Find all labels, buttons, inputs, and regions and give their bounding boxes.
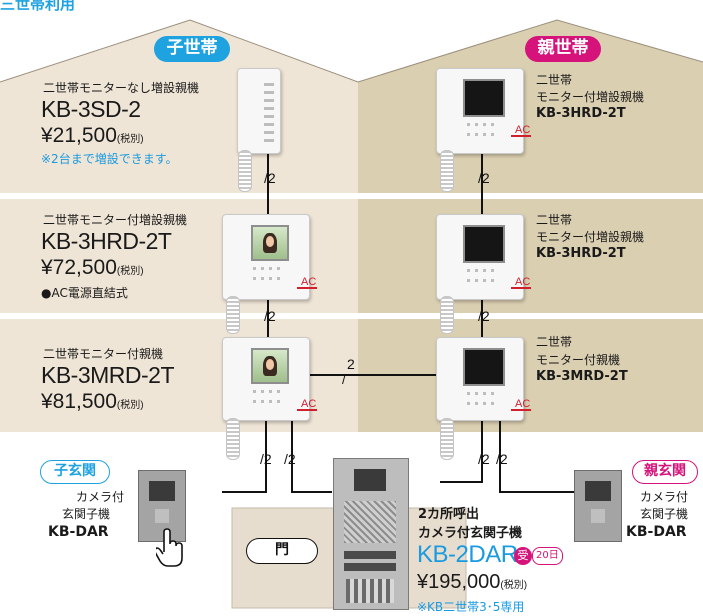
left-unit-2-tax: (税別) [116,266,144,277]
parent-house [358,20,703,432]
parent-entrance-camera [574,470,622,542]
ground-line [0,432,703,436]
ac-arrow-icon [297,287,317,289]
child-entrance-tag: 子玄関 [40,460,110,484]
left-unit-3-price-value: ¥81,500 [41,390,117,413]
wire-count-left-upper: /2 [264,170,276,186]
left-unit-3-name: 二世帯モニター付親機 [43,347,164,361]
left-unit-1-model: KB-3SD-2 [41,96,141,122]
left-unit-2-name: 二世帯モニター付増設親機 [43,213,188,227]
ac-label-left-2-text: AC [301,276,317,288]
ac-label-left-2: AC [297,276,317,289]
child-entrance-model: KB-DAR [48,524,109,540]
roof-line [0,19,703,83]
gate-camera-unit [333,458,409,610]
right-unit-2-handset-cord [440,296,454,334]
parent-entrance-tag: 親玄関 [632,460,698,484]
left-unit-1-price-value: ¥21,500 [41,124,117,147]
left-unit-3-device [222,337,310,421]
wire-count-child-entrance: /2 [260,451,272,467]
wire-count-gate-left: /2 [284,451,296,467]
wiring [222,152,574,493]
wire-count-right-lower: /2 [478,308,490,324]
right-unit-3-device [436,337,524,421]
right-unit-3-line1: 二世帯 [536,335,573,349]
right-unit-1-model: KB-3HRD-2T [536,106,626,121]
gate-label: 門 [246,538,318,564]
gate-model: KB-2DAR [417,541,518,568]
right-unit-1-handset-cord [440,150,454,192]
right-unit-2-model: KB-3HRD-2T [536,246,626,261]
gate-price: ¥195,000(税別) [417,571,527,594]
left-unit-2-device [222,214,310,300]
parent-entrance-model: KB-DAR [626,524,687,540]
ac-arrow-icon [511,135,531,137]
right-unit-2-device [436,214,524,300]
ac-label-right-1: AC [511,124,531,137]
right-unit-1-device [436,68,524,154]
right-unit-3-line2: モニター付親機 [536,353,621,367]
ac-arrow-icon [297,409,317,411]
gate-price-value: ¥195,000 [417,571,501,593]
left-unit-3-price: ¥81,500(税別) [41,390,144,414]
ac-label-right-2-text: AC [515,276,531,288]
wire-count-gate-right: /2 [478,451,490,467]
gate-order-badge: 受 [514,547,532,565]
left-unit-1-note: ※2台まで増設できます。 [41,152,178,166]
ac-label-right-3: AC [511,398,531,411]
ac-arrow-icon [511,287,531,289]
gate-line2: カメラ付玄関子機 [418,526,523,541]
child-entrance-line2: 玄関子機 [62,507,111,521]
wire-cross-slash: / [342,372,346,387]
ac-label-left-3-text: AC [301,398,317,410]
left-unit-1-device [237,68,281,154]
ac-label-right-1-text: AC [515,124,531,136]
left-unit-2-note: ●AC電源直結式 [41,286,128,300]
floor-divider-2 [0,313,703,319]
child-entrance-camera [138,470,186,542]
section-parent-badge: 親世帯 [525,36,601,62]
ac-label-right-3-text: AC [515,398,531,410]
wire-count-left-lower: /2 [264,308,276,324]
wire-count-parent-entrance: /2 [496,451,508,467]
left-unit-2-price-value: ¥72,500 [41,256,117,279]
gate-note: ※KB二世帯3･5専用 [417,600,525,614]
floor-divider-1 [0,193,703,199]
header-title: 三世帯利用 [0,0,76,13]
ac-label-right-2: AC [511,276,531,289]
left-unit-1-handset-cord [238,150,252,192]
right-unit-3-handset-cord [440,418,454,460]
left-unit-3-tax: (税別) [116,400,144,411]
right-unit-3-model: KB-3MRD-2T [536,369,628,384]
left-unit-1-tax: (税別) [116,134,144,145]
child-entrance-line1: カメラ付 [76,490,125,504]
left-unit-3-model: KB-3MRD-2T [41,362,175,388]
ac-label-left-3: AC [297,398,317,411]
left-unit-2-handset-cord [226,296,240,334]
right-unit-2-line1: 二世帯 [536,213,573,227]
right-unit-1-line2: モニター付増設親機 [536,90,645,104]
gate-lead-time-badge: 20日 [532,547,563,565]
left-unit-1-price: ¥21,500(税別) [41,124,144,148]
wire-count-cross: 2 [347,356,355,372]
parent-entrance-line1: カメラ付 [640,490,689,504]
parent-entrance-line2: 玄関子機 [640,507,689,521]
gate-tax: (税別) [500,580,528,591]
ac-arrow-icon [511,409,531,411]
left-unit-3-handset-cord [226,418,240,460]
gate-line1: 2カ所呼出 [418,507,480,522]
left-unit-2-model: KB-3HRD-2T [41,228,172,254]
hand-pointer-icon [156,528,183,567]
left-unit-2-price: ¥72,500(税別) [41,256,144,280]
right-unit-1-line1: 二世帯 [536,73,573,87]
right-unit-2-line2: モニター付増設親機 [536,230,645,244]
section-child-badge: 子世帯 [154,36,230,62]
wire-count-right-upper: /2 [478,170,490,186]
left-unit-1-name: 二世帯モニターなし増設親機 [43,81,200,95]
